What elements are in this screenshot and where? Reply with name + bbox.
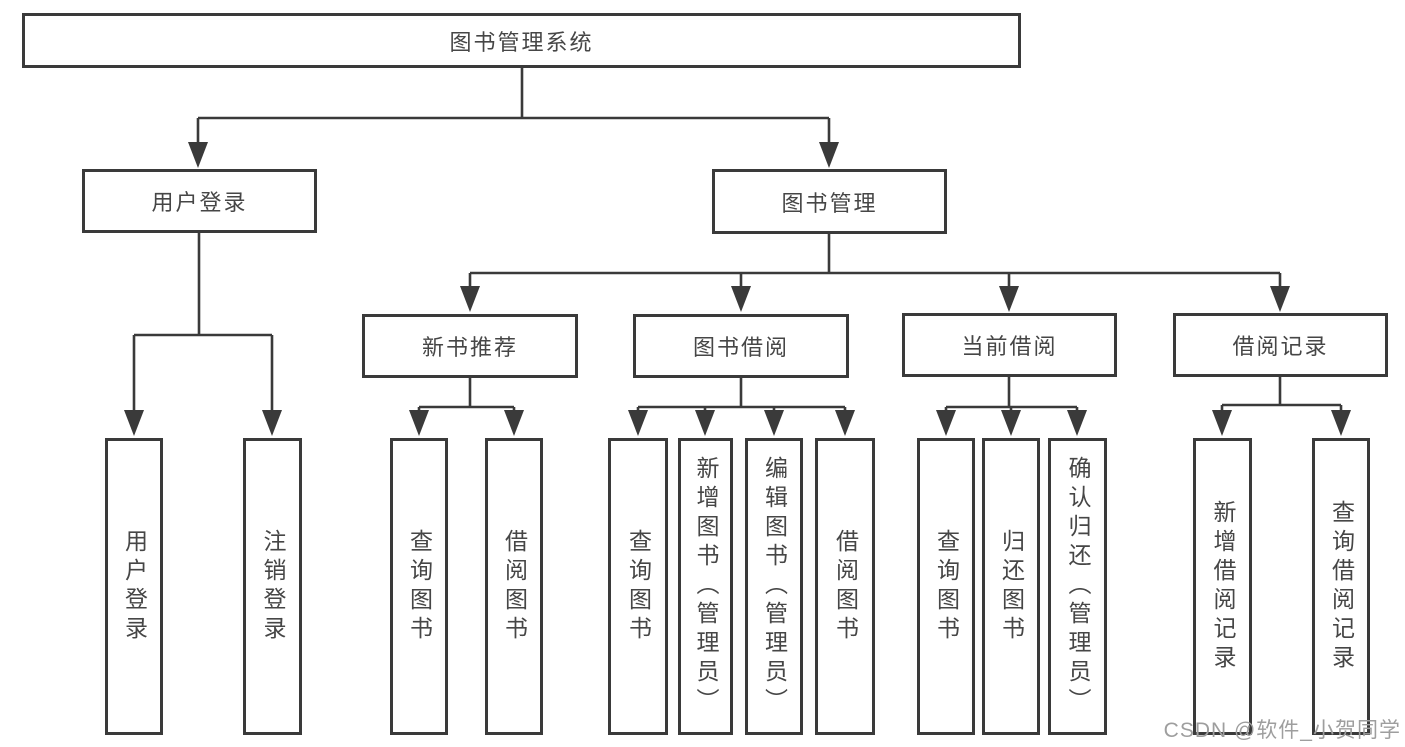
node-leaf-query-books-c-label: 查询图书: [933, 528, 960, 645]
node-leaf-query-books-a: 查询图书: [390, 438, 448, 735]
node-leaf-return-books-label: 归还图书: [998, 528, 1025, 645]
node-leaf-edit-books-label: 编辑图书（管理员）: [761, 456, 788, 717]
node-new-book-rec: 新书推荐: [362, 314, 578, 378]
node-leaf-logout: 注销登录: [243, 438, 302, 735]
node-leaf-query-books-b-label: 查询图书: [625, 528, 652, 645]
node-leaf-borrow-books-a: 借阅图书: [485, 438, 543, 735]
node-book-mgmt-label: 图书管理: [781, 190, 878, 216]
node-borrow-records: 借阅记录: [1173, 313, 1388, 377]
node-leaf-user-login: 用户登录: [105, 438, 163, 735]
node-leaf-confirm-return: 确认归还（管理员）: [1048, 438, 1107, 735]
node-leaf-borrow-books-b-label: 借阅图书: [832, 528, 859, 645]
node-leaf-add-books: 新增图书（管理员）: [678, 438, 733, 735]
node-leaf-add-record: 新增借阅记录: [1193, 438, 1252, 735]
node-leaf-borrow-books-b: 借阅图书: [815, 438, 875, 735]
node-leaf-query-record-label: 查询借阅记录: [1328, 499, 1355, 674]
node-new-book-rec-label: 新书推荐: [421, 335, 518, 360]
node-user-login: 用户登录: [82, 169, 317, 233]
node-leaf-add-record-label: 新增借阅记录: [1210, 499, 1236, 674]
node-borrow-records-label: 借阅记录: [1232, 334, 1329, 359]
node-leaf-add-books-label: 新增图书（管理员）: [693, 456, 719, 717]
node-leaf-query-books-c: 查询图书: [917, 438, 975, 735]
node-leaf-return-books: 归还图书: [982, 438, 1040, 735]
node-leaf-query-books-b: 查询图书: [608, 438, 668, 735]
node-book-borrow-label: 图书借阅: [692, 335, 789, 360]
node-leaf-borrow-books-a-label: 借阅图书: [501, 528, 528, 645]
csdn-watermark: CSDN @软件_小贺同学: [1163, 719, 1401, 742]
node-leaf-query-books-a-label: 查询图书: [406, 528, 433, 645]
node-root: 图书管理系统: [22, 13, 1021, 68]
node-current-borrow: 当前借阅: [902, 313, 1117, 377]
node-book-mgmt: 图书管理: [712, 169, 947, 234]
node-current-borrow-label: 当前借阅: [961, 334, 1058, 359]
node-user-login-label: 用户登录: [151, 190, 248, 215]
arrowheads: [124, 142, 1351, 436]
node-root-label: 图书管理系统: [449, 29, 594, 55]
node-book-borrow: 图书借阅: [633, 314, 849, 378]
node-leaf-confirm-return-label: 确认归还（管理员）: [1065, 456, 1091, 717]
node-leaf-logout-label: 注销登录: [260, 528, 286, 645]
node-leaf-edit-books: 编辑图书（管理员）: [745, 438, 803, 735]
node-leaf-user-login-label: 用户登录: [121, 528, 148, 645]
node-leaf-query-record: 查询借阅记录: [1312, 438, 1370, 735]
